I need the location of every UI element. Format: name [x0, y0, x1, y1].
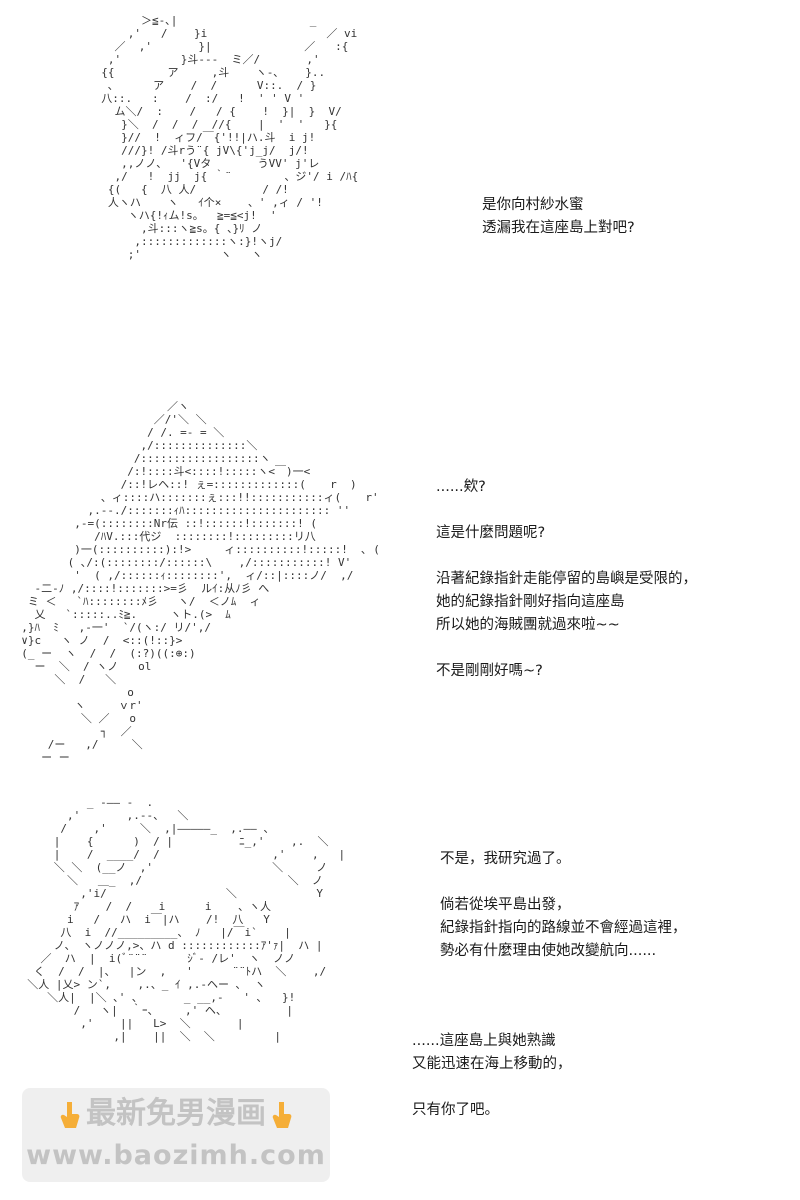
dialogue-line: 不是，我研究過了。 — [440, 851, 571, 867]
line-gap — [436, 637, 697, 660]
dialogue-line: ......這座島上與她熟識 — [412, 1033, 556, 1049]
dialogue-line: 是你向村紗水蜜 — [482, 197, 584, 213]
line-gap — [440, 871, 687, 894]
dialogue-line: 不是剛剛好嗎~? — [436, 663, 543, 679]
dialogue-line: 透漏我在這座島上對吧? — [482, 220, 635, 236]
dialogue-block-2: ......欸? 這是什麼問題呢? 沿著紀錄指針走能停留的島嶼是受限的， 她的紀… — [436, 476, 697, 683]
line-gap — [412, 1076, 572, 1099]
watermark-title: 最新免男漫画 — [86, 1096, 266, 1131]
dialogue-line: 只有你了吧。 — [412, 1102, 499, 1118]
watermark-url: www.baozimh.com — [26, 1140, 326, 1171]
panel-2: ／ヽ ／/'＼ ＼ / /. =- = ＼ ,/::::::::::::::＼ … — [0, 390, 800, 790]
ascii-art-character-1: ＞≦-､| _ ,' / }i ／ vi ／ ,' }| ／ :{ ,' }斗-… — [101, 14, 359, 261]
dialogue-line: 勢必有什麼理由使她改變航向...... — [440, 943, 657, 959]
dialogue-line: 沿著紀錄指針走能停留的島嶼是受限的， — [436, 571, 697, 587]
dialogue-block-1: 是你向村紗水蜜 透漏我在這座島上對吧? — [482, 194, 635, 240]
pointing-hand-icon — [60, 1101, 80, 1128]
dialogue-line: 紀錄指針指向的路線並不會經過這裡， — [440, 920, 687, 936]
ascii-art-character-3: _ -―― - . ,' ,.--、 ＼ / ,' ＼ ,|―――――_ ,.―… — [27, 796, 346, 1043]
dialogue-line: 又能迅速在海上移動的， — [412, 1056, 572, 1072]
dialogue-line: ......欸? — [436, 479, 486, 495]
dialogue-line: 這是什麼問題呢? — [436, 525, 546, 541]
panel-1: ＞≦-､| _ ,' / }i ／ vi ／ ,' }| ／ :{ ,' }斗-… — [0, 0, 800, 390]
dialogue-line: 她的紀錄指針剛好指向這座島 — [436, 594, 625, 610]
dialogue-block-3a: 不是，我研究過了。 倘若從埃平島出發， 紀錄指針指向的路線並不會經過這裡， 勢必… — [440, 848, 687, 963]
ascii-art-character-2: ／ヽ ／/'＼ ＼ / /. =- = ＼ ,/::::::::::::::＼ … — [21, 400, 380, 764]
watermark-title-row: 最新免男漫画 — [22, 1094, 330, 1134]
panel-3: _ -―― - . ,' ,.--、 ＼ / ,' ＼ ,|―――――_ ,.―… — [0, 790, 800, 1200]
line-gap — [436, 545, 697, 568]
pointing-hand-icon — [272, 1101, 292, 1128]
watermark: 最新免男漫画 www.baozimh.com — [22, 1088, 330, 1182]
dialogue-line: 所以她的海賊團就過來啦~~ — [436, 617, 620, 633]
dialogue-block-3b: ......這座島上與她熟識 又能迅速在海上移動的， 只有你了吧。 — [412, 1030, 572, 1122]
dialogue-line: 倘若從埃平島出發， — [440, 897, 571, 913]
line-gap — [436, 499, 697, 522]
